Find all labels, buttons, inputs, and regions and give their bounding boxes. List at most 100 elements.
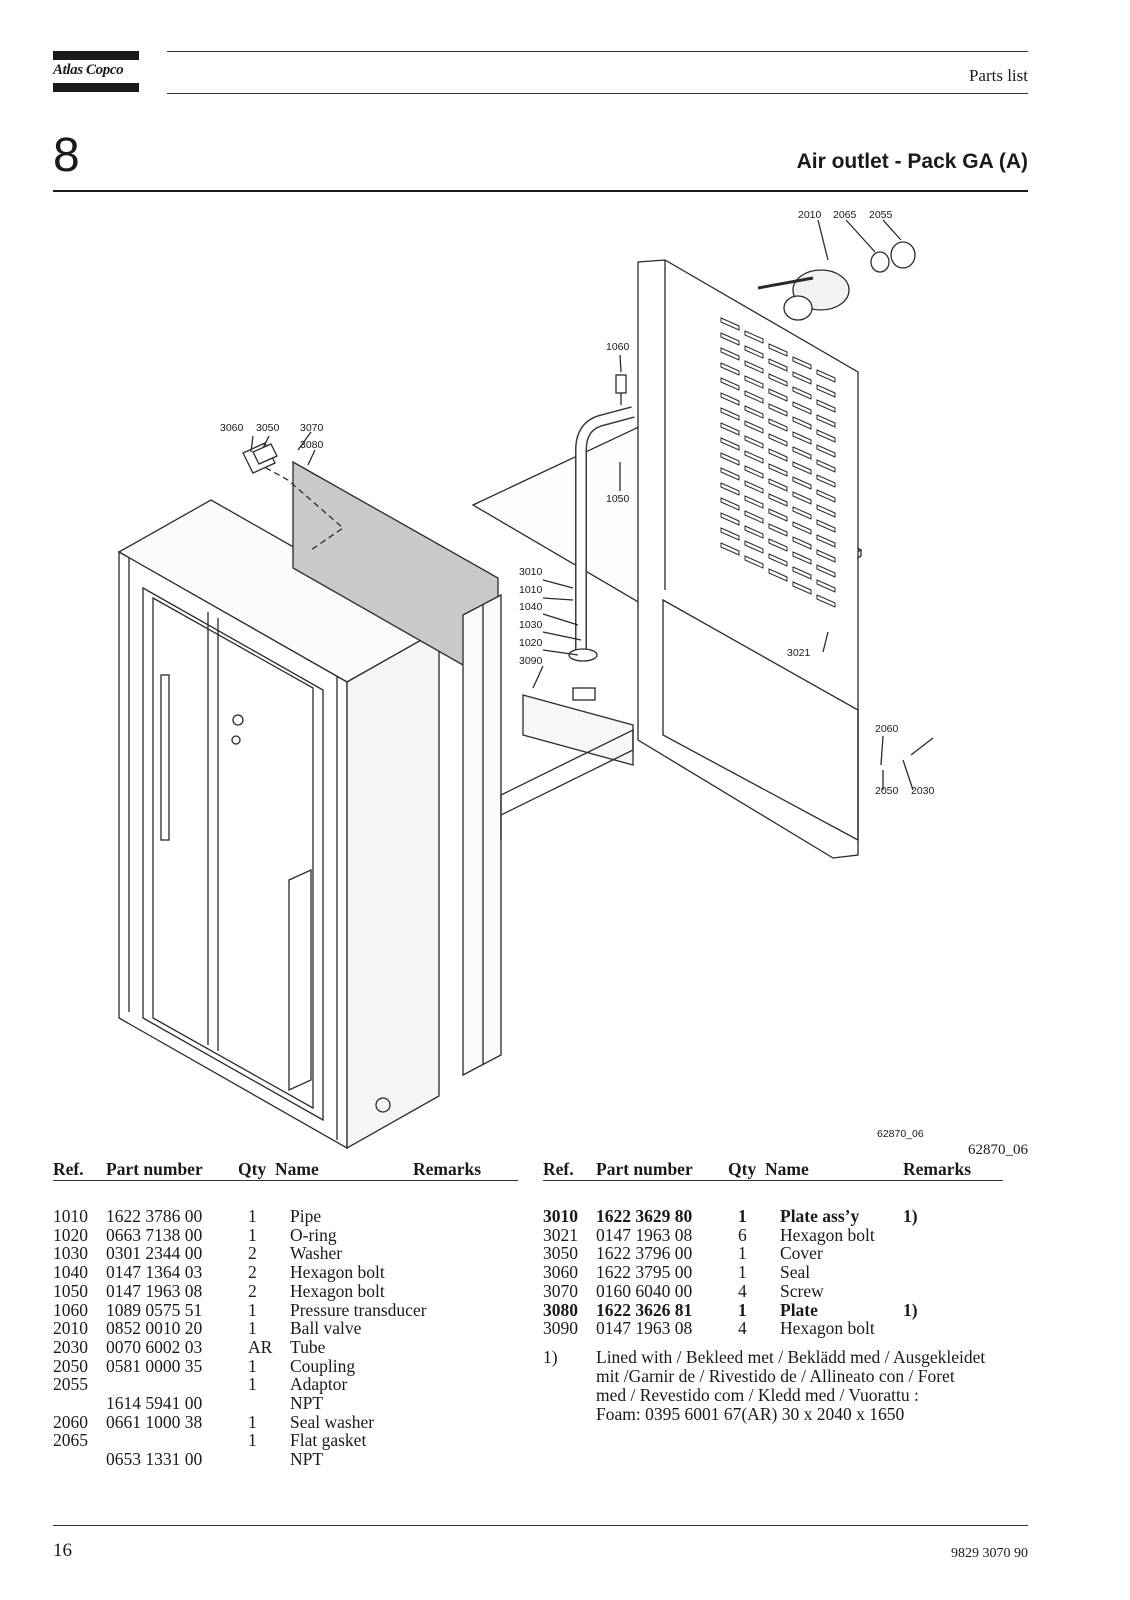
footer-rule xyxy=(53,1525,1028,1526)
callout-2060: 2060 xyxy=(875,723,899,735)
header-remarks: Remarks xyxy=(903,1159,972,1179)
cell-name: Pipe xyxy=(290,1206,322,1226)
callout-2010: 2010 xyxy=(798,209,822,221)
cell-name: Plate ass’y xyxy=(780,1206,860,1226)
seal-plate xyxy=(252,443,278,465)
header-qty: Qty xyxy=(238,1159,267,1179)
cell-qty: 1 xyxy=(248,1355,257,1376)
cell-part: 1089 0575 51 xyxy=(106,1299,203,1320)
header-remarks: Remarks xyxy=(413,1159,482,1179)
cell-name: O-ring xyxy=(290,1224,337,1245)
cell-qty: 1 xyxy=(248,1318,257,1339)
flange xyxy=(572,687,596,701)
cell-ref: 1020 xyxy=(53,1224,88,1245)
table-header-rule xyxy=(53,1180,518,1181)
header-name: Name xyxy=(275,1159,319,1179)
callout-1060: 1060 xyxy=(606,341,630,353)
cell-ref: 1060 xyxy=(53,1299,88,1320)
callout-3050: 3050 xyxy=(256,422,280,434)
document-number: 9829 3070 90 xyxy=(951,1546,1028,1561)
cell-ref: 3050 xyxy=(543,1243,578,1264)
cell-ref: 2010 xyxy=(53,1318,88,1339)
callout-1010: 1010 xyxy=(519,584,543,596)
cell-ref: 1030 xyxy=(53,1243,88,1264)
cell-qty: 1 xyxy=(738,1299,747,1320)
footnote-marker: 1) xyxy=(543,1347,558,1367)
header-ref: Ref. xyxy=(543,1159,574,1179)
header-part-number: Part number xyxy=(596,1159,693,1179)
footnote-line-4: Foam: 0395 6001 67(AR) 30 x 2040 x 1650 xyxy=(596,1404,905,1424)
callout-3080: 3080 xyxy=(300,439,324,451)
cell-part: 0147 1963 08 xyxy=(596,1318,693,1339)
cell-part: 0301 2344 00 xyxy=(106,1243,203,1264)
cell-name: Plate xyxy=(780,1299,818,1320)
callout-2050: 2050 xyxy=(875,785,899,797)
ventilation-grille xyxy=(720,317,836,608)
cabinet-side xyxy=(346,628,440,1150)
callout-1020: 1020 xyxy=(519,637,543,649)
table-row: 0653 1331 00 NPT xyxy=(53,1450,518,1469)
cell-ref: 3021 xyxy=(543,1224,578,1245)
cabinet-inner-frame xyxy=(152,596,314,1110)
cell-name: Seal xyxy=(780,1262,811,1283)
section-label: Parts list xyxy=(968,66,1028,85)
cell-ref: 3060 xyxy=(543,1262,578,1283)
title-rule xyxy=(53,190,1028,192)
cell-qty: 1 xyxy=(738,1243,747,1264)
base-frame xyxy=(522,694,634,766)
callout-3090: 3090 xyxy=(519,655,543,667)
header-part-number: Part number xyxy=(106,1159,203,1179)
table-row: 2030 0070 6002 03 AR Tube xyxy=(53,1336,518,1357)
cell-name: Flat gasket xyxy=(290,1430,367,1451)
table-header-rule xyxy=(543,1180,1003,1181)
brand-logo: Atlas Copco xyxy=(53,62,124,78)
cell-part: 1622 3786 00 xyxy=(106,1206,203,1226)
cell-qty: AR xyxy=(248,1336,273,1357)
callout-3060: 3060 xyxy=(220,422,244,434)
cell-part: 0653 1331 00 xyxy=(106,1449,203,1470)
table-row: 2065 1 Flat gasket xyxy=(53,1431,518,1450)
cell-ref: 3090 xyxy=(543,1318,578,1339)
figure-ref-small: 62870_06 xyxy=(877,1128,924,1140)
cell-ref: 1040 xyxy=(53,1262,88,1283)
cell-ref: 2060 xyxy=(53,1411,88,1432)
cabinet-bracket xyxy=(288,868,312,1092)
cell-name: Ball valve xyxy=(290,1318,362,1339)
callout-2065: 2065 xyxy=(833,209,857,221)
cell-name: Tube xyxy=(290,1336,326,1357)
cell-part: 0070 6002 03 xyxy=(106,1336,203,1357)
cell-part: 0160 6040 00 xyxy=(596,1280,693,1301)
cell-qty: 2 xyxy=(248,1262,257,1283)
cell-ref: 1010 xyxy=(53,1206,88,1226)
cell-ref: 2065 xyxy=(53,1430,88,1451)
cell-name: Cover xyxy=(780,1243,823,1264)
cell-part: 1622 3795 00 xyxy=(596,1262,693,1283)
exploded-view-drawing: 2010 2065 2055 1060 3060 3050 3070 3080 … xyxy=(117,209,935,1150)
cell-name: NPT xyxy=(290,1449,324,1470)
cell-qty: 2 xyxy=(248,1280,257,1301)
cabinet-door-opening xyxy=(142,586,324,1122)
cell-ref: 2055 xyxy=(53,1374,88,1395)
logo-bar-top xyxy=(53,51,139,60)
callout-2055: 2055 xyxy=(869,209,893,221)
cell-ref: 2030 xyxy=(53,1336,88,1357)
cell-part: 0147 1364 03 xyxy=(106,1262,203,1283)
cell-name: Pressure transducer xyxy=(290,1299,427,1320)
cell-ref: 2050 xyxy=(53,1355,88,1376)
cell-part: 0852 0010 20 xyxy=(106,1318,203,1339)
cell-qty: 1 xyxy=(248,1411,257,1432)
cell-qty: 1 xyxy=(248,1430,257,1451)
cell-ref: 3080 xyxy=(543,1299,578,1320)
cell-part: 0661 1000 38 xyxy=(106,1411,203,1432)
